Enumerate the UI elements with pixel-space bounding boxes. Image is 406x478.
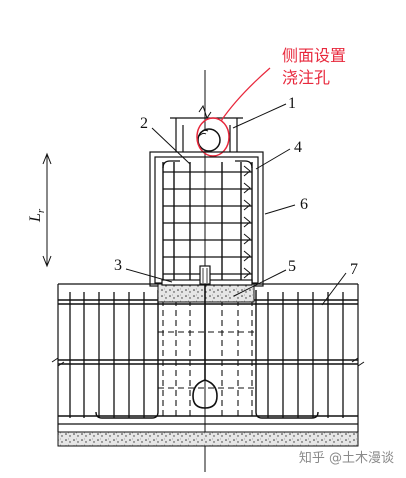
lr-label-main: L	[27, 213, 44, 223]
column-long-bars	[162, 162, 253, 284]
lr-label-sub: r	[35, 208, 47, 213]
watermark: 知乎 @土木漫谈	[298, 451, 394, 466]
base-concrete-layer	[57, 431, 359, 447]
label-3: 3	[114, 257, 122, 274]
top-bar-hook-left	[162, 160, 180, 169]
label-6: 6	[300, 196, 308, 213]
slab-horizontal-bars	[58, 299, 358, 417]
slab-break-right	[351, 357, 365, 367]
axis-break-top	[198, 104, 212, 120]
slab-vertical-bars	[69, 292, 344, 418]
lr-dimension	[42, 152, 52, 268]
label-4: 4	[294, 139, 302, 156]
stirrup-hooks	[243, 165, 251, 279]
annotation-line2: 浇注孔	[282, 68, 331, 87]
upper-column-stub	[170, 117, 243, 152]
grout-hole-icon	[197, 128, 221, 152]
joint-region-dashed-hoops	[158, 331, 256, 389]
anchor-bolt	[192, 265, 218, 409]
label-2: 2	[140, 115, 148, 132]
label-7: 7	[350, 261, 358, 278]
label-1: 1	[288, 95, 296, 112]
grout-hole-highlight	[196, 117, 230, 157]
joint-region-dashed-bars	[162, 300, 253, 418]
bottom-hook-left	[95, 290, 159, 419]
bottom-hook-right	[255, 290, 319, 419]
column-stirrups	[163, 171, 252, 275]
annotation-line1: 侧面设置	[282, 46, 347, 65]
lr-label: Lr	[27, 208, 47, 223]
top-bar-hook-right	[235, 160, 253, 169]
annotation-leader-line	[220, 67, 271, 122]
label-leaders	[125, 103, 347, 306]
label-5: 5	[288, 258, 296, 275]
slab-break-left	[51, 357, 65, 367]
